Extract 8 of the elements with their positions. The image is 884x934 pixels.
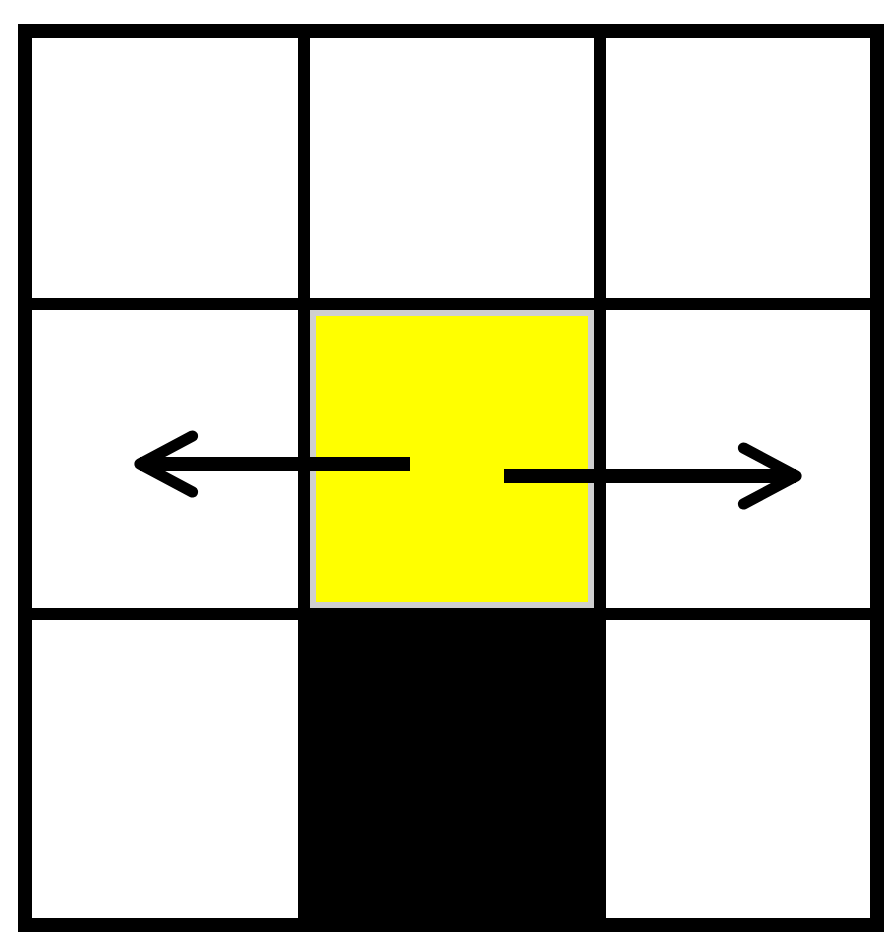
arrow <box>134 430 410 498</box>
grid-cell <box>17 23 304 304</box>
grid-cell <box>600 23 883 304</box>
arrow <box>504 442 802 510</box>
grid-cell <box>600 614 883 931</box>
grid-cell <box>600 304 883 614</box>
filled-square <box>304 304 600 614</box>
filled-square <box>304 614 600 931</box>
